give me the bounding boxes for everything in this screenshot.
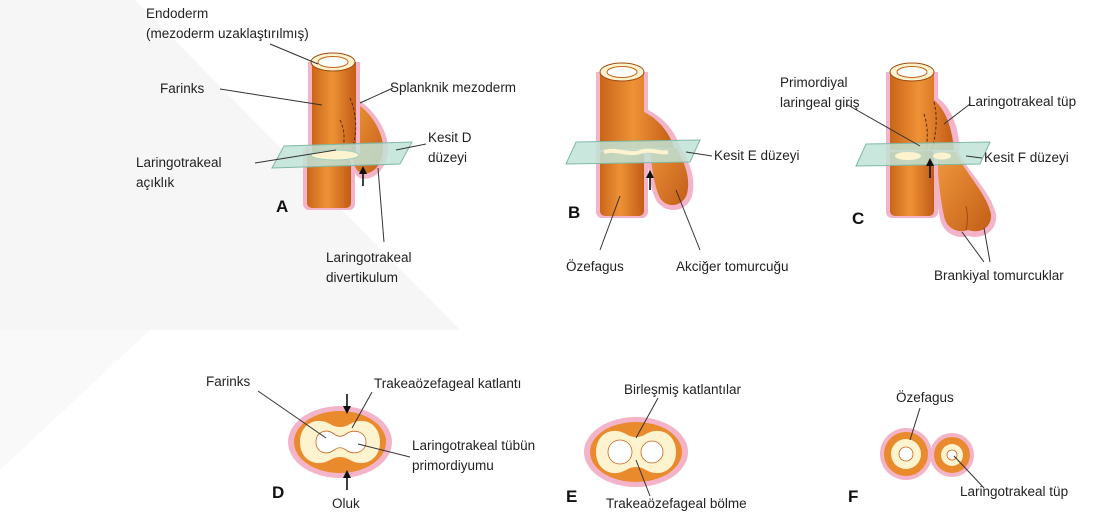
label-a-endoderm: Endoderm (146, 6, 208, 21)
label-b-letter: B (568, 203, 580, 222)
a-pharynx (312, 62, 356, 152)
label-c-tube: Laringotrakeal tüp (968, 94, 1076, 109)
label-a-opening-2: açıklık (136, 175, 175, 190)
label-a-section-2: düzeyi (428, 150, 467, 165)
label-a-pharynx: Farinks (160, 81, 205, 96)
label-e-letter: E (566, 487, 577, 506)
label-a-diverticulum-1: Laringotrakeal (326, 250, 412, 265)
leader-a-splanchnic (360, 88, 393, 103)
label-a-section-1: Kesit D (428, 130, 472, 145)
label-a-splanchnic: Splanknik mezoderm (390, 80, 516, 95)
label-a-letter: A (276, 197, 288, 216)
b-upper (600, 72, 674, 150)
label-c-section: Kesit F düzeyi (984, 150, 1069, 165)
label-a-endoderm-note: (mezoderm uzaklaştırılmış) (146, 26, 309, 41)
c-plane-cut-1 (895, 152, 921, 160)
e-lumen-right (641, 441, 663, 463)
label-b-bud: Akciğer tomurcuğu (676, 259, 789, 274)
b-plane-cut (604, 151, 668, 154)
panel-c (856, 63, 996, 237)
label-e-fused: Birleşmiş katlantılar (624, 382, 742, 397)
panel-b (566, 63, 700, 218)
leader-a-endoderm (270, 44, 318, 64)
e-lumen-left (608, 440, 632, 464)
panel-e (584, 417, 688, 487)
a-top-lumen (318, 57, 348, 68)
label-f-tube: Laringotrakeal tüp (960, 484, 1068, 499)
label-c-buds: Brankiyal tomurcuklar (934, 268, 1064, 283)
watermark-shape-lower (0, 330, 150, 470)
label-e-septum: Trakeaözefageal bölme (606, 496, 747, 511)
label-d-primordium-2: primordiyumu (412, 458, 494, 473)
label-c-primordial-1: Primordiyal (780, 75, 848, 90)
label-b-section: Kesit E düzeyi (714, 148, 800, 163)
c-top-lumen (897, 67, 927, 78)
label-b-esophagus: Özefagus (566, 259, 624, 274)
label-c-primordial-2: laringeal giriş (780, 95, 860, 110)
f-esophagus-lumen (899, 447, 913, 461)
f-tube-lumen (947, 450, 957, 460)
leader-a-diverticulum (378, 168, 384, 242)
label-c-letter: C (852, 209, 864, 228)
label-f-letter: F (848, 487, 858, 506)
label-a-opening-1: Laringotrakeal (136, 155, 222, 170)
label-d-letter: D (272, 483, 284, 502)
label-d-pharynx: Farinks (206, 374, 251, 389)
c-section-plane (856, 142, 990, 166)
panel-f (880, 428, 974, 480)
label-f-esophagus: Özefagus (896, 390, 954, 405)
label-d-primordium-1: Laringotrakeal tübün (412, 438, 535, 453)
panel-d (288, 394, 392, 490)
label-d-groove: Oluk (332, 496, 360, 511)
a-plane-cut (311, 150, 359, 160)
label-d-fold: Trakeaözefageal katlantı (374, 376, 521, 391)
c-plane-cut-2 (933, 153, 951, 160)
b-top-lumen (607, 67, 637, 78)
label-a-diverticulum-2: divertikulum (326, 270, 398, 285)
